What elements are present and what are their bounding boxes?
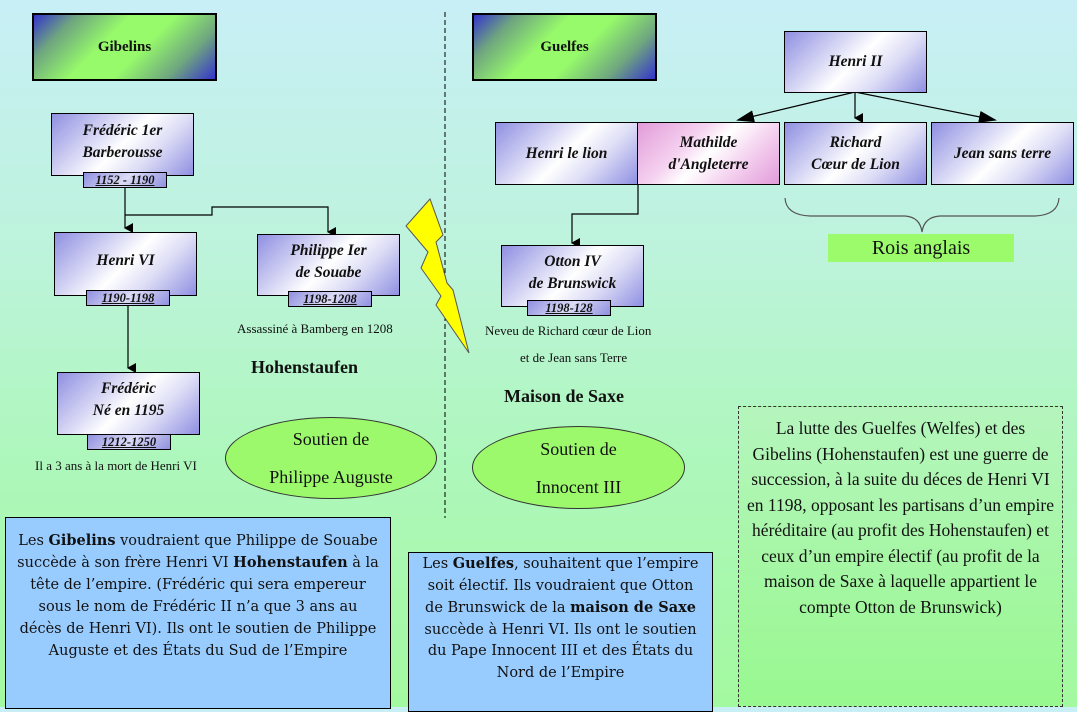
house-saxe: Maison de Saxe [504,386,625,406]
person-dates: 1190-1198 [86,290,170,306]
person-frederic1: Frédéric 1er Barberousse [51,113,194,176]
person-name: Frédéric Né en 1195 [92,379,165,419]
support-innocent-iii: Soutien de Innocent III [472,426,685,509]
support-line2: Innocent III [535,476,622,497]
person-mathilde: Mathilde d'Angleterre [637,122,780,185]
text-bold: Gibelins [48,532,116,549]
support-line1: Soutien de [292,429,370,449]
person-dates: 1212-1250 [87,434,171,450]
support-philippe-auguste: Soutien de Philippe Auguste [225,417,437,499]
text-run: Les [18,533,49,549]
person-name: Mathilde d'Angleterre [668,133,749,173]
guelfes-header-label: Guelfes [540,38,589,55]
gibelins-header: Gibelins [32,13,217,81]
gibelins-textbox: Les Gibelins voudraient que Philippe de … [5,517,391,709]
person-richard: Richard Cœur de Lion [784,122,927,185]
person-name: Henri II [828,53,883,70]
dates-label: 1152 - 1190 [95,172,155,187]
rois-anglais-text: Rois anglais [871,236,971,259]
connector-henri2-mathilde [736,91,856,123]
lightning-bolt-icon [405,198,470,354]
person-frederic2: Frédéric Né en 1195 [57,372,200,435]
text-run: Les [422,556,453,572]
person-name: Jean sans terre [953,144,1052,162]
person-henri-le-lion: Henri le lion [495,122,638,185]
frederic-note: Il a 3 ans à la mort de Henri VI [35,458,197,473]
person-name: Frédéric 1er Barberousse [82,121,163,161]
gibelins-header-label: Gibelins [97,38,152,55]
person-name: Otton IV de Brunswick [528,253,617,292]
person-name: Henri le lion [525,144,608,162]
philippe-note: Assassiné à Bamberg en 1208 [237,321,393,336]
guelfes-textbox: Les Guelfes, souhaitent que l’empire soi… [408,552,713,712]
support-line1: Soutien de [540,438,617,459]
text-run: à la tête de l’empire. (Frédéric qui ser… [19,555,379,659]
house-hohenstaufen: Hohenstaufen [251,357,359,377]
person-jean: Jean sans terre [931,122,1074,185]
support-line2: Philippe Auguste [269,467,393,487]
otton-note-2: et de Jean sans Terre [520,350,628,365]
guelfes-header: Guelfes [472,13,657,81]
text-bold: Hohenstaufen [233,554,348,571]
connector-henri2-jean [854,91,997,123]
text-bold: Guelfes [452,555,515,572]
person-name: Richard Cœur de Lion [811,133,900,173]
text-bold: maison de Saxe [570,599,696,616]
dates-label: 1190-1198 [101,290,155,305]
text-run: voudraient que Philippe de Souabe succèd… [17,533,378,571]
otton-note-1: Neveu de Richard cœur de Lion [485,323,652,338]
person-name: Henri VI [96,252,155,269]
person-henri2: Henri II [784,31,927,93]
person-name: Philippe Ier de Souabe [290,242,367,281]
person-dates: 1198-1208 [288,291,372,307]
rois-anglais-brace [784,197,1060,233]
person-henri6: Henri VI [54,232,197,296]
text-run: , souhaitent que l’empire soit électif. … [425,556,699,616]
person-otton: Otton IV de Brunswick [501,245,644,307]
summary-text: La lutte des Guelfes (Welfes) et des Gib… [747,418,1054,617]
person-philippe: Philippe Ier de Souabe [257,234,400,296]
rois-anglais-label: Rois anglais [828,234,1014,262]
connector-parents-otton [571,185,639,248]
summary-box: La lutte des Guelfes (Welfes) et des Gib… [738,406,1063,707]
dates-label: 1198-1208 [303,291,357,306]
connector-frederic1-philippe [125,206,336,237]
person-dates: 1198-128 [527,300,611,316]
dates-label: 1212-1250 [101,434,157,449]
text-run: succède à Henri VI. Ils ont le soutien d… [424,621,697,681]
dates-label: 1198-128 [545,300,593,315]
person-dates: 1152 - 1190 [83,172,167,188]
